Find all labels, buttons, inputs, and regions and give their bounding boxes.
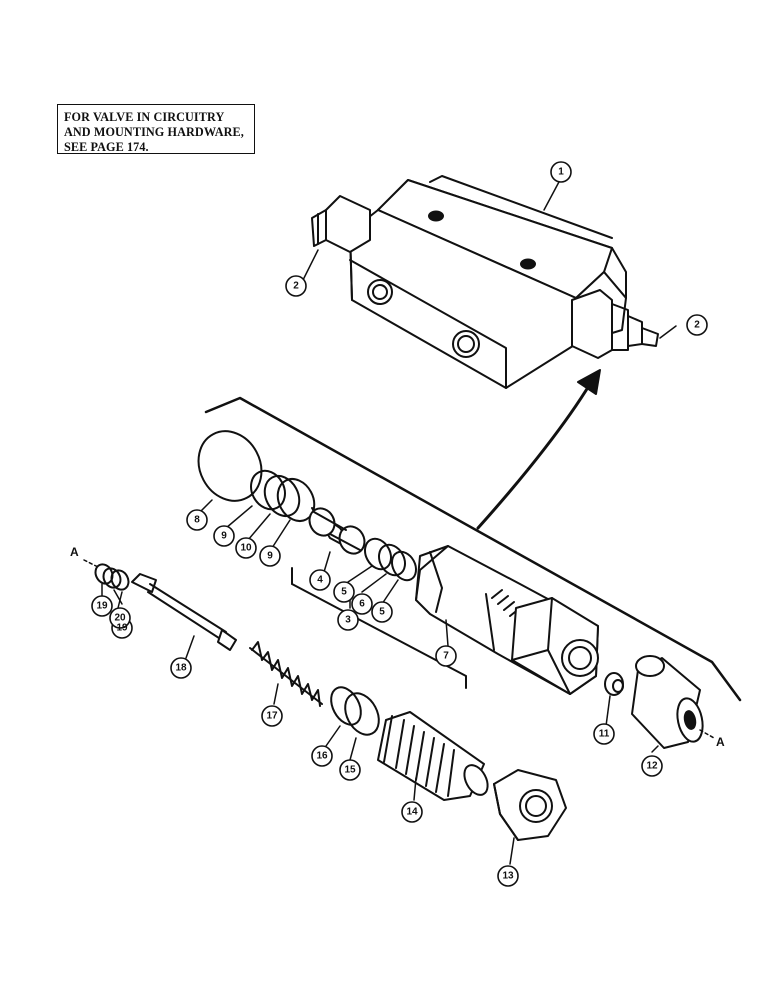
callout-1-label: 1 bbox=[558, 167, 564, 178]
callout-8-label: 8 bbox=[194, 515, 200, 526]
callout-1 bbox=[550, 161, 572, 183]
backup-rings-9-10 bbox=[250, 469, 316, 523]
cartridge-7 bbox=[415, 545, 599, 695]
callout-16-label: 16 bbox=[316, 751, 328, 762]
callout-13-label: 13 bbox=[502, 871, 514, 882]
callout-18 bbox=[170, 657, 192, 679]
callout-5b bbox=[371, 601, 393, 623]
adjusting-screw-14 bbox=[377, 711, 489, 801]
callout-16 bbox=[311, 745, 333, 767]
callout-18-label: 18 bbox=[175, 663, 187, 674]
callout-17-label: 17 bbox=[266, 711, 278, 722]
callout-7-label: 7 bbox=[443, 651, 449, 662]
callout-2b-label: 2 bbox=[694, 320, 700, 331]
callout-5b-label: 5 bbox=[379, 607, 385, 618]
callout-13 bbox=[497, 865, 519, 887]
callout-14-label: 14 bbox=[406, 807, 418, 818]
callout-6 bbox=[351, 593, 373, 615]
callout-11-label: 11 bbox=[599, 729, 610, 740]
callout-10-label: 10 bbox=[240, 543, 252, 554]
callout-2a-label: 2 bbox=[293, 281, 299, 292]
callout-2a bbox=[285, 275, 307, 297]
callout-17 bbox=[261, 705, 283, 727]
spring-17 bbox=[249, 641, 323, 707]
callout-9a-label: 9 bbox=[221, 531, 227, 542]
marker-a-right: A bbox=[716, 735, 725, 749]
seat-11 bbox=[604, 672, 624, 696]
callout-4 bbox=[309, 569, 331, 591]
callout-14 bbox=[401, 801, 423, 823]
callout-10 bbox=[235, 537, 257, 559]
callout-20 bbox=[109, 607, 131, 629]
callout-9b bbox=[259, 545, 281, 567]
note-line-2: AND MOUNTING HARDWARE, bbox=[64, 125, 244, 139]
callout-9b-label: 9 bbox=[267, 551, 273, 562]
callout-12-label: 12 bbox=[646, 761, 658, 772]
callout-19a-label: 19 bbox=[96, 601, 108, 612]
callout-12 bbox=[641, 755, 663, 777]
rings-15-16 bbox=[330, 686, 380, 736]
callout-5a-label: 5 bbox=[341, 587, 347, 598]
o-ring-8 bbox=[197, 430, 263, 502]
spool-18 bbox=[131, 573, 237, 651]
callout-5a bbox=[333, 581, 355, 603]
callout-7 bbox=[435, 645, 457, 667]
rings-5-6 bbox=[364, 537, 417, 582]
callout-20-label: 20 bbox=[114, 613, 126, 624]
callout-4-label: 4 bbox=[317, 575, 323, 586]
valve-body bbox=[311, 175, 659, 389]
callout-11 bbox=[593, 723, 615, 745]
jam-nut-13 bbox=[493, 769, 567, 841]
callout-8 bbox=[186, 509, 208, 531]
callout-15 bbox=[339, 759, 361, 781]
callout-6-label: 6 bbox=[359, 599, 365, 610]
callout-15-label: 15 bbox=[344, 765, 356, 776]
note-line-3: SEE PAGE 174. bbox=[64, 140, 149, 154]
marker-a-left: A bbox=[70, 545, 79, 559]
sleeve-4 bbox=[308, 507, 366, 555]
callout-19b-label: 19 bbox=[116, 623, 128, 634]
rings-19-20 bbox=[94, 563, 130, 591]
reference-note: FOR VALVE IN CIRCUITRY AND MOUNTING HARD… bbox=[57, 104, 255, 154]
callout-2b bbox=[686, 314, 708, 336]
callout-9a bbox=[213, 525, 235, 547]
callout-3-label: 3 bbox=[345, 615, 351, 626]
callout-19a bbox=[91, 595, 113, 617]
note-line-1: FOR VALVE IN CIRCUITRY bbox=[64, 110, 225, 124]
callout-3 bbox=[337, 609, 359, 631]
cap-12 bbox=[631, 655, 704, 749]
